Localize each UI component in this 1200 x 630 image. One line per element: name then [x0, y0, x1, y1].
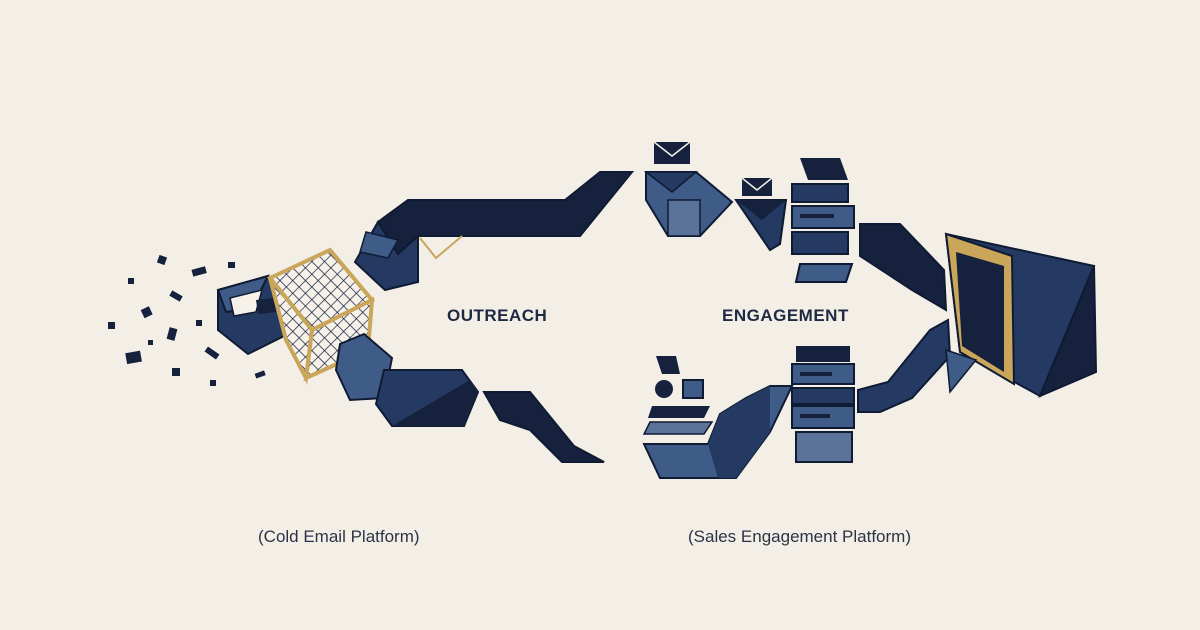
envelope-stack-upper: [643, 141, 788, 252]
cold-email-platform-caption: (Cold Email Platform): [258, 527, 420, 546]
outreach-label: OUTREACH: [447, 306, 548, 325]
engagement-upper-connector: [859, 223, 948, 312]
spam-filter-cage: [266, 247, 376, 385]
outreach-upper-pipe: [353, 171, 635, 292]
sales-engagement-platform-caption: (Sales Engagement Platform): [688, 527, 911, 546]
engagement-label: ENGAGEMENT: [722, 306, 849, 325]
engagement-lower-connector: [857, 318, 952, 413]
server-stack-upper: [791, 158, 855, 283]
outreach-lower-pipe: [334, 332, 605, 463]
scattered-fragments: [108, 254, 266, 386]
engagement-funnel: [944, 232, 1098, 398]
engagement-lower-stack: [642, 346, 855, 479]
